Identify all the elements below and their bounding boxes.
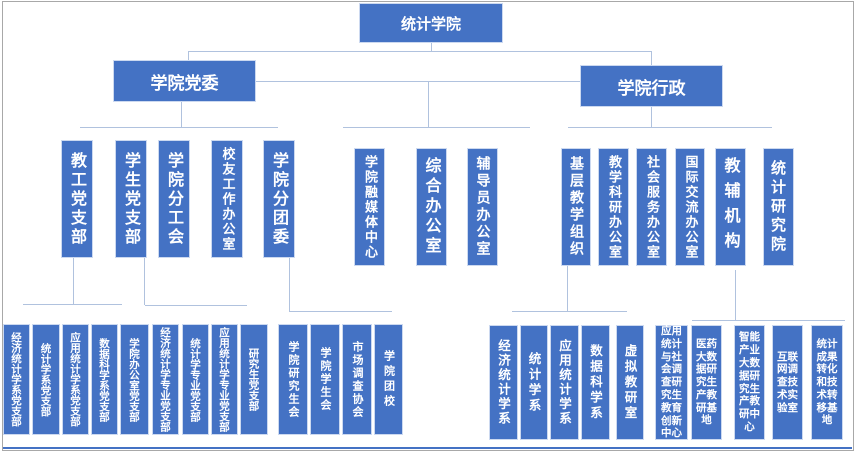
org-node: 统计学系党支部 xyxy=(32,324,60,435)
org-node: 经济统计学专业党支部 xyxy=(152,324,179,435)
org-node-label: 教辅机构 xyxy=(721,157,741,257)
connector-line xyxy=(289,311,392,312)
connector-line xyxy=(188,51,652,52)
org-node: 综合办公室 xyxy=(416,148,447,266)
org-node-label: 学院办公室党支部 xyxy=(128,337,140,422)
org-node: 统计学专业党支部 xyxy=(182,324,209,435)
org-node-label: 统计成果转化和技术转移基地 xyxy=(816,337,838,427)
org-node-label: 统计研究院 xyxy=(769,159,787,255)
bottom-accent-line xyxy=(3,447,852,449)
org-node-label: 经济统计学专业党支部 xyxy=(159,327,171,432)
connector-line xyxy=(145,305,247,306)
org-node: 校友工作办公室 xyxy=(211,140,243,258)
org-node-label: 学院团校 xyxy=(382,349,396,410)
connector-line xyxy=(512,311,627,312)
org-node-label: 智能产业大数据研究生产教研中心 xyxy=(739,331,760,433)
connector-line xyxy=(289,258,290,311)
connector-line xyxy=(73,258,74,304)
org-node-label: 经济统计学系党支部 xyxy=(10,332,22,427)
connector-line xyxy=(567,266,568,311)
node-college-party-committee: 学院党委 xyxy=(113,60,256,102)
org-node-label: 数据科学系 xyxy=(588,343,603,422)
org-node: 应用统计学系 xyxy=(550,325,579,440)
org-node-label: 基层教学组织 xyxy=(568,156,584,258)
connector-line xyxy=(343,127,530,128)
org-node: 数据科学系党支部 xyxy=(91,324,118,435)
connector-line xyxy=(256,81,580,82)
org-node-label: 应用统计学系 xyxy=(557,339,572,426)
org-node: 学生党支部 xyxy=(115,140,147,258)
org-node: 学院团校 xyxy=(374,324,403,435)
org-node-label: 学院分工会 xyxy=(165,151,184,247)
connector-line xyxy=(692,320,845,321)
org-node: 学院融媒体中心 xyxy=(354,148,385,266)
connector-line xyxy=(428,81,429,127)
org-node: 数据科学系 xyxy=(581,325,610,440)
connector-line xyxy=(568,127,772,128)
org-node: 国际交流办公室 xyxy=(675,148,705,266)
connector-line xyxy=(431,43,432,52)
connector-line xyxy=(651,107,652,127)
org-node-label: 统计学系党支部 xyxy=(39,342,52,417)
connector-line xyxy=(188,51,189,60)
org-node-label: 教工党支部 xyxy=(68,151,87,247)
org-node-label: 医药大数据研究生产教研基地 xyxy=(696,337,717,427)
connector-line xyxy=(144,258,145,305)
connector-line xyxy=(23,304,122,305)
org-node: 教学科研办公室 xyxy=(598,148,629,266)
org-node: 学院研究生会 xyxy=(278,324,308,435)
org-node-label: 应用统计与社会调查研究生教育创新中心 xyxy=(661,324,682,440)
org-node: 辅导员办公室 xyxy=(467,148,498,266)
org-node-label: 学院分团委 xyxy=(270,151,289,247)
org-node-label: 研究生党支部 xyxy=(247,348,260,411)
org-node-label: 统计学系 xyxy=(526,351,542,414)
org-node-label: 互联网调查技术实验室 xyxy=(777,350,798,414)
org-node: 医药大数据研究生产教研基地 xyxy=(691,325,722,440)
org-node: 统计研究院 xyxy=(763,148,794,266)
org-node: 统计学系 xyxy=(520,325,548,440)
org-node-label: 数据科学系党支部 xyxy=(98,337,110,422)
org-node: 学院分团委 xyxy=(263,140,295,258)
org-node: 学院学生会 xyxy=(310,324,340,435)
org-node-label: 学院融媒体中心 xyxy=(362,154,377,260)
connector-line xyxy=(80,127,278,128)
org-node: 经济统计学系 xyxy=(489,325,518,440)
org-node-label: 教学科研办公室 xyxy=(606,154,621,260)
node-statistics-school: 统计学院 xyxy=(359,3,503,43)
org-node-label: 学院学生会 xyxy=(319,347,332,412)
org-node: 市场调查协会 xyxy=(342,324,372,435)
org-node-label: 学院研究生会 xyxy=(287,340,300,419)
org-node: 经济统计学系党支部 xyxy=(3,324,30,435)
org-node-label: 统计学专业党支部 xyxy=(189,337,201,422)
org-node: 教辅机构 xyxy=(715,148,746,266)
org-node: 互联网调查技术实验室 xyxy=(772,325,803,440)
org-node-label: 综合办公室 xyxy=(422,157,442,257)
org-node-label: 市场调查协会 xyxy=(351,340,364,419)
org-node-label: 应用统计学系党支部 xyxy=(69,332,81,427)
org-node: 虚拟教研室 xyxy=(616,325,644,440)
connector-line xyxy=(735,270,736,320)
org-node-label: 社会服务办公室 xyxy=(644,154,659,260)
org-node: 智能产业大数据研究生产教研中心 xyxy=(734,325,765,440)
org-node: 研究生党支部 xyxy=(240,324,268,435)
org-node-label: 学生党支部 xyxy=(122,151,141,247)
org-node: 学院办公室党支部 xyxy=(120,324,149,435)
org-node-label: 应用统计学专业党支部 xyxy=(218,327,230,432)
org-node: 应用统计学专业党支部 xyxy=(211,324,238,435)
org-node: 学院分工会 xyxy=(158,140,190,258)
org-node-label: 国际交流办公室 xyxy=(682,154,698,260)
connector-line xyxy=(651,51,652,65)
org-node-label: 辅导员办公室 xyxy=(474,156,491,258)
org-node: 教工党支部 xyxy=(61,140,93,258)
connector-line xyxy=(181,102,182,127)
org-node: 统计成果转化和技术转移基地 xyxy=(811,325,843,440)
org-node: 社会服务办公室 xyxy=(636,148,667,266)
org-node-label: 经济统计学系 xyxy=(496,339,511,426)
node-college-administration: 学院行政 xyxy=(580,65,723,107)
org-node: 应用统计与社会调查研究生教育创新中心 xyxy=(655,325,688,440)
org-node: 基层教学组织 xyxy=(561,148,591,266)
org-node-label: 校友工作办公室 xyxy=(219,146,235,252)
org-node-label: 虚拟教研室 xyxy=(622,343,638,422)
org-node: 应用统计学系党支部 xyxy=(62,324,89,435)
